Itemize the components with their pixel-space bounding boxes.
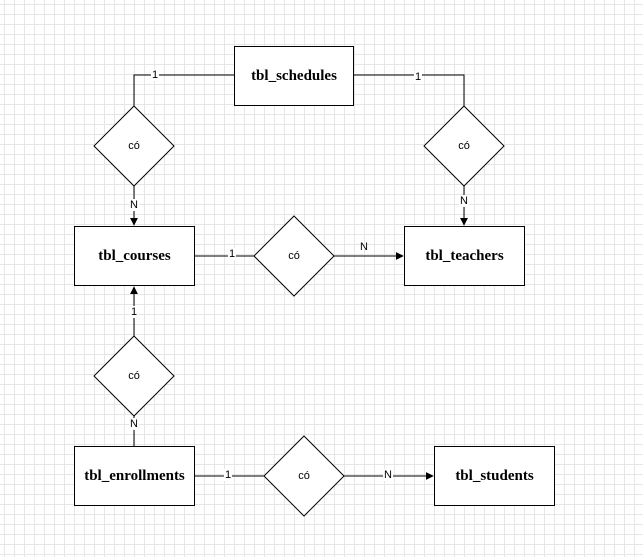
entity-tbl-teachers[interactable]: tbl_teachers (404, 226, 525, 286)
cardinality-enrollments-courses-one: 1 (129, 306, 139, 318)
cardinality-schedules-courses-many: N (129, 199, 139, 211)
relationship-diamond-enrollments-students[interactable] (263, 435, 345, 517)
cardinality-schedules-courses-one: 1 (150, 69, 160, 81)
relationship-diamond-schedules-courses[interactable] (93, 105, 175, 187)
connector-schedules-right (354, 74, 465, 106)
cardinality-courses-teachers-one: 1 (227, 248, 237, 260)
relationship-label-enrollments-students: có (298, 470, 310, 482)
relationship-label-schedules-teachers: có (458, 140, 470, 152)
entity-tbl-enrollments[interactable]: tbl_enrollments (74, 446, 195, 506)
entity-tbl-courses[interactable]: tbl_courses (74, 226, 195, 286)
cardinality-courses-teachers-many: N (360, 241, 368, 253)
connector-schedules-left (133, 74, 234, 106)
relationship-diamond-courses-teachers[interactable] (253, 215, 335, 297)
cardinality-enrollments-courses-many: N (129, 418, 139, 430)
relationship-diamond-enrollments-courses[interactable] (93, 335, 175, 417)
entity-tbl-schedules[interactable]: tbl_schedules (234, 46, 354, 106)
cardinality-schedules-teachers-many: N (459, 195, 469, 207)
cardinality-enrollments-students-many: N (383, 469, 393, 481)
relationship-label-enrollments-courses: có (128, 370, 140, 382)
relationship-label-schedules-courses: có (128, 140, 140, 152)
relationship-label-courses-teachers: có (288, 250, 300, 262)
cardinality-schedules-teachers-one: 1 (413, 71, 423, 83)
cardinality-enrollments-students-one: 1 (223, 469, 233, 481)
relationship-diamond-schedules-teachers[interactable] (423, 105, 505, 187)
entity-tbl-students[interactable]: tbl_students (434, 446, 555, 506)
